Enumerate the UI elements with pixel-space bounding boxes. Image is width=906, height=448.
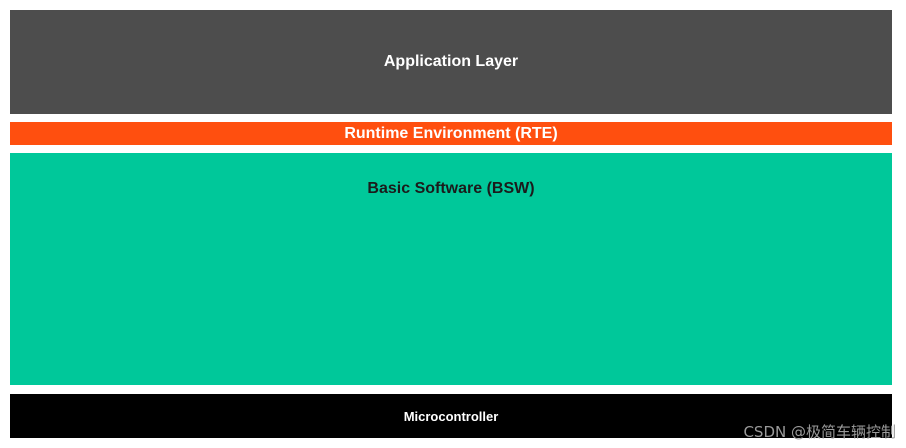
rte-layer-label: Runtime Environment (RTE) [344,124,558,142]
microcontroller-layer-block: Microcontroller [10,394,892,438]
microcontroller-layer-label: Microcontroller [403,408,499,424]
application-layer-block: Application Layer [10,10,892,114]
watermark-text: CSDN @极简车辆控制 [743,423,896,441]
bsw-layer-block: Basic Software (BSW) [10,153,892,385]
rte-layer-block: Runtime Environment (RTE) [10,122,892,145]
bsw-layer-label: Basic Software (BSW) [367,180,535,197]
application-layer-label: Application Layer [383,53,519,70]
